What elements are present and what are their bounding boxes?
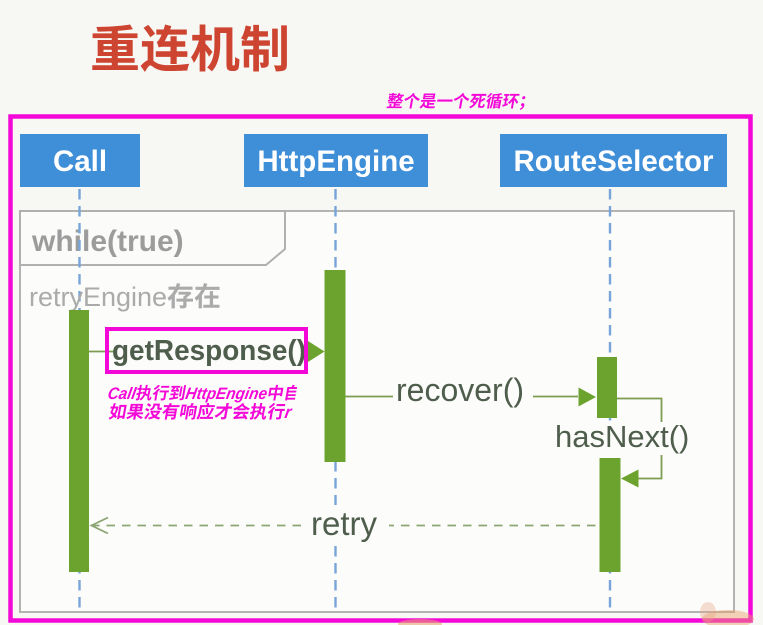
svg-text:RouteSelector: RouteSelector (514, 145, 715, 178)
svg-text:Call: Call (53, 145, 107, 178)
svg-text:HttpEngine: HttpEngine (257, 145, 414, 178)
svg-text:r: r (283, 402, 294, 422)
svg-text:recover(): recover() (396, 372, 524, 408)
svg-text:retryEngine: retryEngine (29, 282, 167, 312)
svg-text:getResponse(): getResponse() (112, 335, 306, 367)
svg-text:while(true): while(true) (31, 225, 184, 258)
svg-text:retry: retry (311, 505, 378, 542)
svg-text:Call: Call (106, 384, 138, 403)
svg-text:HttpEngine: HttpEngine (184, 384, 269, 403)
svg-text:hasNext(): hasNext() (555, 419, 689, 454)
